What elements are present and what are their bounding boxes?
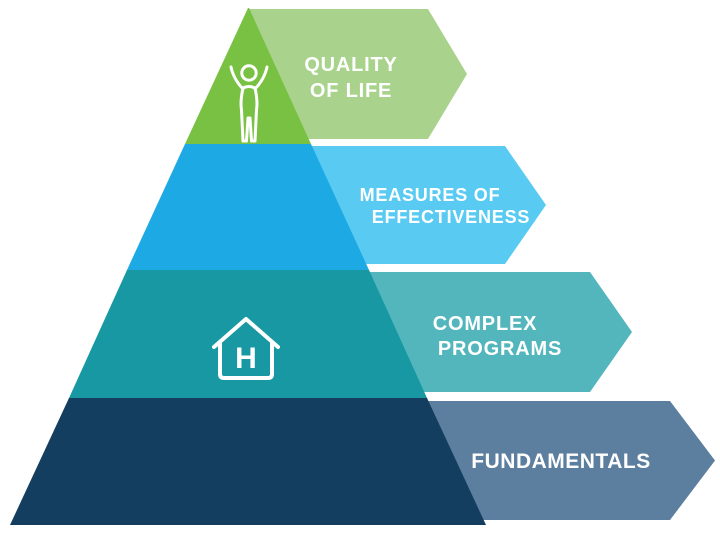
quality-of-life-label: QUALITY OF LIFE <box>271 52 431 104</box>
complex-programs-label-line-1: COMPLEX <box>432 313 538 335</box>
house-icon: H <box>212 316 280 387</box>
house-letter: H <box>235 342 257 375</box>
quality-of-life-label-line-1: QUALITY <box>304 54 398 76</box>
pyramid-level-fundamentals: FUNDAMENTALS <box>0 398 720 525</box>
pyramid-level-measures-of-effectiveness: H MEASURES OF EFFECTIVENESS <box>0 144 720 380</box>
pyramid-level-complex-programs: COMPLEX PROGRAMS <box>0 270 720 398</box>
quality-of-life-label-line-2: OF LIFE <box>309 80 393 102</box>
complex-programs-label-line-2: PROGRAMS <box>437 338 563 360</box>
measures-of-effectiveness-label-line-1: MEASURES OF <box>359 185 501 205</box>
fundamentals-label: FUNDAMENTALS <box>471 450 651 473</box>
measures-of-effectiveness-label-line-2: EFFECTIVENESS <box>371 207 531 227</box>
person-celebrating-icon <box>227 62 271 144</box>
pyramid-level-quality-of-life: QUALITY OF LIFE <box>0 8 720 144</box>
fundamentals-band <box>10 398 486 525</box>
